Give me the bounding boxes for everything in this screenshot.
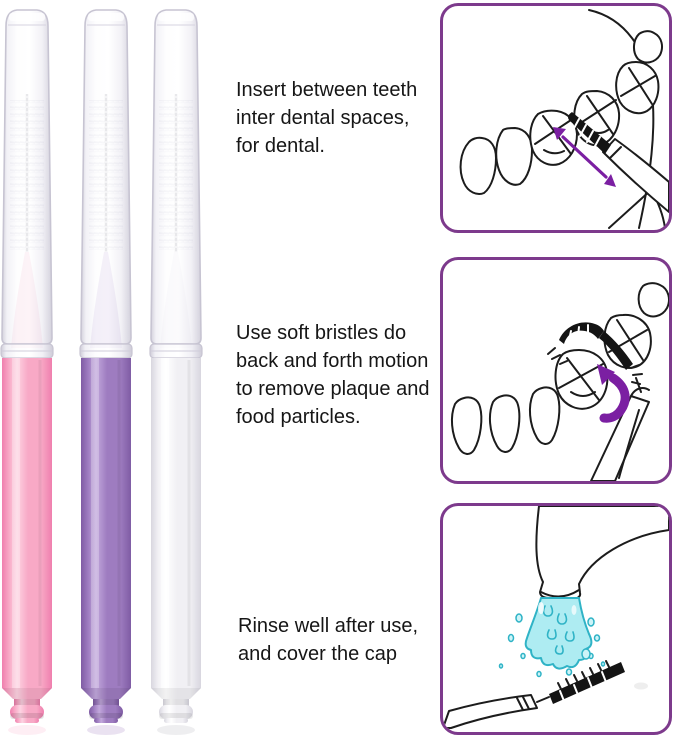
brush-cap xyxy=(1,9,53,345)
interdental-brush-drawing xyxy=(547,322,650,481)
brush-white xyxy=(149,9,203,735)
brush-handle-drawing xyxy=(443,694,538,729)
step-2-text: Use soft bristles do back and forth moti… xyxy=(236,322,430,428)
brush-handle xyxy=(2,358,52,688)
rotate-arrow-icon xyxy=(597,364,630,423)
water-stream-drawing xyxy=(524,597,593,670)
brush-purple xyxy=(79,9,133,735)
step-1-illustration xyxy=(459,9,669,229)
interdental-brush-drawing xyxy=(568,112,669,213)
step-1-text: Insert between teeth inter dental spaces… xyxy=(236,79,418,157)
water-droplets xyxy=(498,613,606,678)
comb-teeth xyxy=(557,660,610,690)
step-2-panel xyxy=(440,257,672,484)
teeth-row-drawing xyxy=(450,282,669,455)
brush-handle xyxy=(151,358,201,688)
faucet-drawing xyxy=(535,506,669,600)
brush-pink xyxy=(0,9,54,735)
brush-wire-drawing xyxy=(536,696,550,703)
step-2-illustration xyxy=(450,282,669,481)
bristle-ticks xyxy=(547,347,643,385)
step-3-text: Rinse well after use, and cover the cap xyxy=(238,615,419,665)
brush-handle-drawing xyxy=(590,395,650,481)
brushes-photo xyxy=(0,9,203,735)
rinse-brush-drawing xyxy=(443,660,648,729)
brush-head-drawing xyxy=(549,662,625,704)
water-ripples xyxy=(542,605,575,655)
brush-end-knob xyxy=(151,688,201,699)
brush-cap xyxy=(80,9,132,345)
brush-handle xyxy=(81,358,131,688)
brush-cap xyxy=(150,9,202,345)
brush-head-drawing xyxy=(568,112,611,154)
teeth-row-drawing xyxy=(459,9,666,229)
spout-mouth xyxy=(540,589,580,598)
brush-reflection xyxy=(87,725,125,735)
brush-reflection xyxy=(8,725,46,735)
brush-head-drawing xyxy=(559,322,604,344)
brush-end-knob xyxy=(2,688,52,699)
step-1-panel xyxy=(440,3,672,233)
brush-handle-drawing xyxy=(602,138,669,213)
brush-wire-drawing xyxy=(635,377,642,393)
brush-reflection xyxy=(157,725,195,735)
step-3-panel xyxy=(440,503,672,735)
brush-end-knob xyxy=(81,688,131,699)
insert-direction-arrow-icon xyxy=(553,127,616,187)
step-3-illustration xyxy=(443,506,669,729)
